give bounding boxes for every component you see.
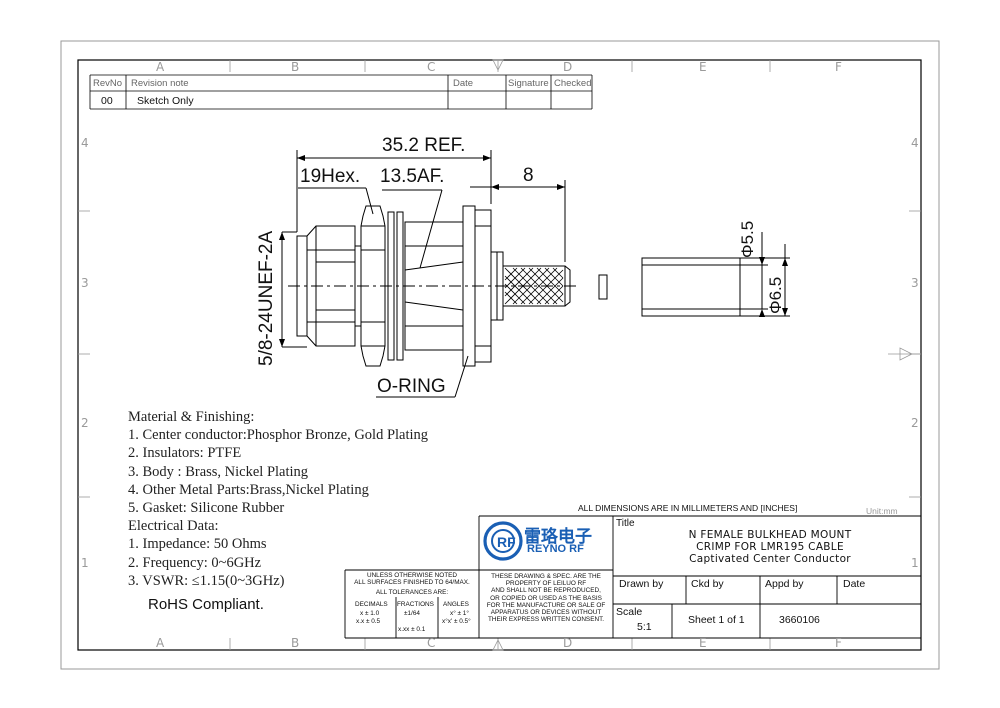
grid-row-1: 1 — [81, 556, 89, 570]
unit-label: Unit:mm — [866, 506, 898, 516]
logo-emblem: RF — [483, 521, 523, 561]
rev-header-revno: RevNo — [93, 78, 123, 89]
electrical-item: 1. Impedance: 50 Ohms — [128, 536, 267, 553]
grid-col-f-bottom: F — [835, 636, 842, 650]
grid-row-4: 4 — [81, 136, 89, 150]
grid-row-2-right: 2 — [911, 416, 919, 430]
grid-row-2: 2 — [81, 416, 89, 430]
material-notes: Material & Finishing: 1. Center conducto… — [128, 408, 428, 590]
title-line: N FEMALE BULKHEAD MOUNT — [688, 529, 852, 541]
dim-thread: 5/8-24UNEF-2A — [256, 230, 277, 366]
tol-col-decimals: DECIMALS — [355, 601, 388, 608]
dim-pin-length: 8 — [523, 165, 534, 186]
grid-col-d: D — [563, 60, 573, 74]
tol-decimal-3: x.xx ± 0.1 — [398, 626, 426, 633]
proprietary-line: APPARATUS OR DEVICES WITHOUT — [490, 609, 602, 617]
electrical-item: 2. Frequency: 0~6GHz — [128, 554, 262, 571]
part-number: 3660106 — [779, 614, 820, 626]
svg-text:RF: RF — [497, 534, 516, 550]
grid-row-1-right: 1 — [911, 556, 919, 570]
rev-header-signature: Signature — [508, 78, 549, 89]
tol-decimal-2: x.x ± 0.5 — [356, 618, 381, 625]
grid-col-a-bottom: A — [156, 636, 165, 650]
grid-col-b: B — [291, 60, 300, 74]
dim-hex: 19Hex. — [300, 166, 361, 187]
scale-label: Scale — [616, 606, 643, 618]
date-label: Date — [843, 578, 866, 590]
tol-decimal-1: x ± 1.0 — [360, 610, 380, 617]
electrical-item: 3. VSWR: ≤1.15(0~3GHz) — [128, 572, 285, 589]
material-item: 1. Center conductor:Phosphor Bronze, Gol… — [128, 427, 429, 444]
grid-col-a: A — [156, 60, 165, 74]
rohs-note: RoHS Compliant. — [148, 596, 264, 613]
grid-col-e: E — [699, 60, 707, 74]
grid-col-c-bottom: C — [427, 636, 436, 650]
rev-header-note: Revision note — [131, 78, 189, 89]
ckd-by-label: Ckd by — [691, 578, 724, 590]
title-line: Captivated Center Conductor — [689, 553, 851, 565]
proprietary-line: AND SHALL NOT BE REPRODUCED, — [491, 587, 601, 595]
proprietary-line: FOR THE MANUFACTURE OR SALE OF — [486, 601, 606, 609]
logo-english: REYNO RF — [527, 543, 584, 555]
scale-value: 5:1 — [637, 621, 652, 633]
drawn-by-label: Drawn by — [619, 578, 664, 590]
tol-col-angles: ANGLES — [443, 601, 469, 608]
dim-overall-length: 35.2 REF. — [382, 135, 466, 156]
tolerance-line1: UNLESS OTHERWISE NOTED — [366, 572, 458, 579]
proprietary-line: PROPERTY OF LEILUO RF — [505, 580, 587, 588]
tol-fraction: ±1/64 — [404, 610, 420, 617]
electrical-title: Electrical Data: — [128, 518, 219, 535]
grid-col-d-bottom: D — [563, 636, 573, 650]
tol-angle-1: x° ± 1° — [450, 610, 469, 617]
material-item: 5. Gasket: Silicone Rubber — [128, 500, 285, 517]
proprietary-line: OR COPIED OR USED AS THE BASIS — [490, 594, 602, 602]
tol-angle-2: x°x' ± 0.5° — [442, 618, 471, 625]
material-item: 2. Insulators: PTFE — [128, 445, 242, 462]
material-item: 3. Body : Brass, Nickel Plating — [128, 463, 309, 480]
material-title: Material & Finishing: — [128, 409, 255, 425]
rev-header-date: Date — [453, 78, 474, 89]
grid-col-f: F — [835, 60, 842, 74]
proprietary-notice: THESE DRAWING & SPEC. ARE THE PROPERTY O… — [481, 573, 611, 623]
dims-note: ALL DIMENSIONS ARE IN MILLIMETERS AND [I… — [578, 503, 798, 513]
title-label: Title — [616, 518, 635, 529]
drawing-title: N FEMALE BULKHEAD MOUNT CRIMP FOR LMR195… — [620, 529, 920, 565]
sheet-count: Sheet 1 of 1 — [688, 614, 745, 626]
title-line: CRIMP FOR LMR195 CABLE — [696, 541, 844, 553]
dim-ferrule-outer: Φ6.5 — [766, 276, 785, 314]
appd-by-label: Appd by — [765, 578, 804, 590]
grid-col-e-bottom: E — [699, 636, 707, 650]
dim-across-flats: 13.5AF. — [380, 166, 445, 187]
grid-row-4-right: 4 — [911, 136, 919, 150]
tolerance-line2: ALL SURFACES FINISHED TO 64/MAX. — [354, 579, 470, 587]
logo-chinese: 雷珞电子 — [524, 527, 592, 547]
grid-col-b-bottom: B — [291, 636, 300, 650]
material-item: 4. Other Metal Parts:Brass,Nickel Platin… — [128, 481, 369, 498]
tolerance-header: UNLESS OTHERWISE NOTED ALL SURFACES FINI… — [346, 572, 478, 597]
grid-col-c: C — [427, 60, 436, 74]
proprietary-line: THEIR EXPRESS WRITTEN CONSENT. — [487, 616, 605, 624]
rev-row-revno: 00 — [101, 95, 113, 107]
grid-row-3: 3 — [81, 276, 89, 290]
dim-ferrule-inner: Φ5.5 — [738, 220, 757, 258]
rev-row-note: Sketch Only — [137, 95, 194, 107]
rev-header-checked: Checked — [554, 78, 592, 89]
tol-col-fractions: FRACTIONS — [397, 601, 434, 608]
proprietary-line: THESE DRAWING & SPEC. ARE THE — [491, 573, 601, 580]
label-oring: O-RING — [377, 376, 446, 397]
tolerance-line3: ALL TOLERANCES ARE: — [375, 589, 449, 597]
grid-row-3-right: 3 — [911, 276, 919, 290]
